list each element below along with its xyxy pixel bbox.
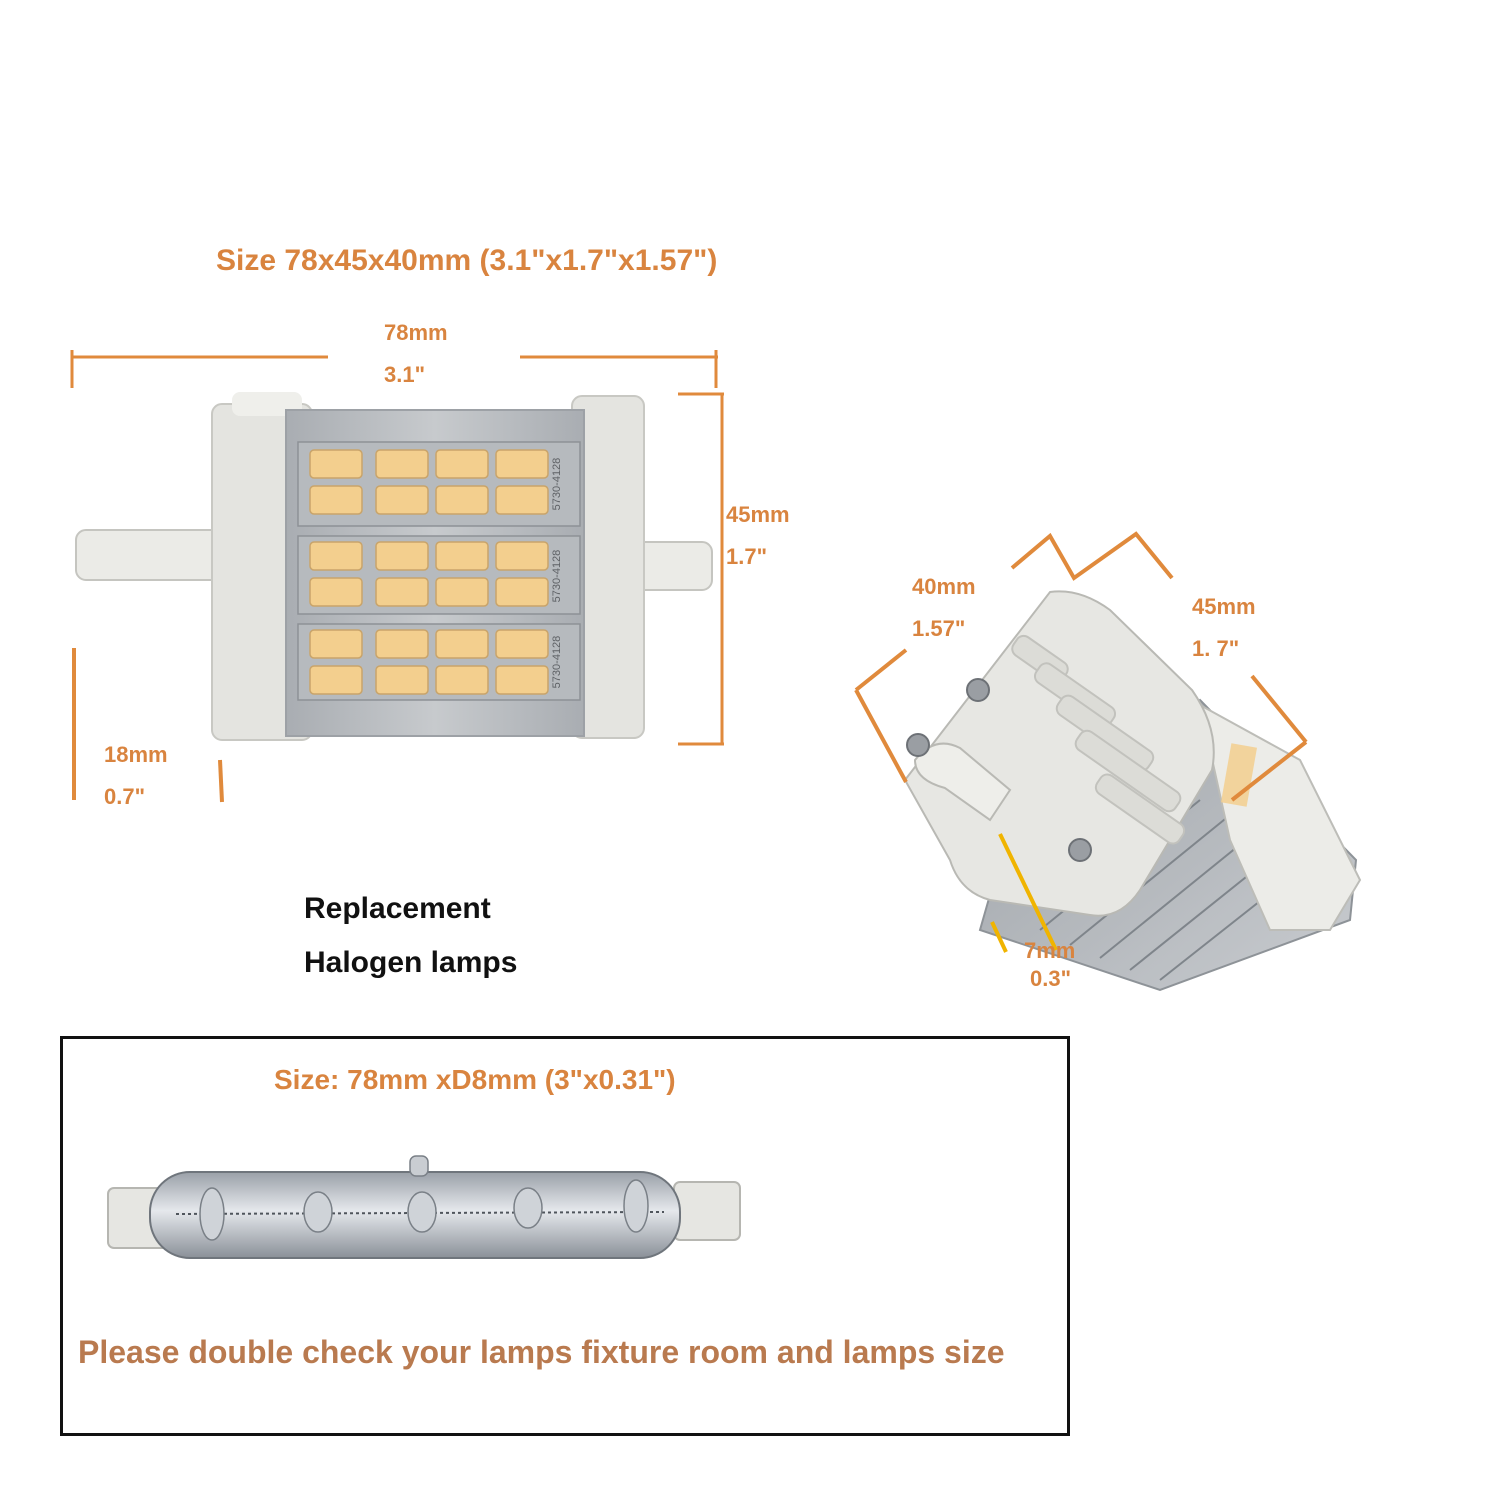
led-chip	[435, 449, 489, 479]
side-height-mm-label: 45mm	[1192, 594, 1256, 619]
side-pin-dimension-line	[990, 833, 1058, 953]
height-dimension-line	[678, 392, 724, 746]
led-chip	[375, 541, 429, 571]
led-chip	[435, 485, 489, 515]
led-chip	[309, 577, 363, 607]
led-strip-label: 5730-4128	[551, 636, 563, 689]
led-chip	[495, 665, 549, 695]
halogen-info-box	[60, 1036, 1070, 1436]
led-chip	[309, 629, 363, 659]
led-chip	[309, 449, 363, 479]
halogen-lamp	[107, 1155, 741, 1259]
led-strip-label: 5730-4128	[551, 458, 563, 511]
width-mm-label: 78mm	[384, 320, 448, 345]
led-chip	[375, 665, 429, 695]
led-chip	[495, 449, 549, 479]
pin-mm-label: 18mm	[104, 742, 168, 767]
led-chip	[375, 449, 429, 479]
height-in-label: 1.7"	[726, 544, 768, 569]
led-chip	[435, 629, 489, 659]
size-check-notice: Please double check your lamps fixture r…	[78, 1334, 1005, 1370]
side-height-dimension-line	[1010, 531, 1308, 802]
replacement-line-1: Replacement	[304, 892, 491, 925]
led-chip	[375, 577, 429, 607]
side-pin-in-label: 0.3"	[1030, 966, 1072, 991]
led-lamp-front-view: 5730-4128 5730-4128 5730-4128	[75, 392, 713, 741]
replacement-line-2: Halogen lamps	[304, 946, 518, 979]
led-chip-grid	[309, 449, 549, 695]
width-in-label: 3.1"	[384, 362, 426, 387]
replacement-caption: Replacement Halogen lamps	[304, 882, 517, 990]
side-depth-mm-label: 40mm	[912, 574, 976, 599]
led-lamp-side-view	[903, 590, 1362, 992]
led-strip-label: 5730-4128	[551, 550, 563, 603]
halogen-size-label: Size: 78mm xD8mm (3"x0.31")	[274, 1064, 676, 1095]
led-chip	[309, 541, 363, 571]
product-size-title: Size 78x45x40mm (3.1"x1.7"x1.57")	[216, 244, 718, 277]
led-chip	[435, 577, 489, 607]
side-depth-in-label: 1.57"	[912, 616, 966, 641]
side-height-in-label: 1. 7"	[1192, 636, 1240, 661]
pin-dimension-line	[72, 648, 224, 803]
led-chip	[495, 577, 549, 607]
pin-in-label: 0.7"	[104, 784, 146, 809]
led-chip	[375, 485, 429, 515]
led-chip	[495, 541, 549, 571]
side-depth-dimension-line	[854, 648, 908, 783]
led-chip	[495, 629, 549, 659]
led-chip	[375, 629, 429, 659]
led-chip	[435, 665, 489, 695]
width-dimension-line	[70, 350, 718, 388]
led-chip	[309, 485, 363, 515]
side-pin-mm-label: 7mm	[1024, 938, 1076, 963]
led-chip	[435, 541, 489, 571]
led-chip	[309, 665, 363, 695]
led-chip	[495, 485, 549, 515]
height-mm-label: 45mm	[726, 502, 790, 527]
